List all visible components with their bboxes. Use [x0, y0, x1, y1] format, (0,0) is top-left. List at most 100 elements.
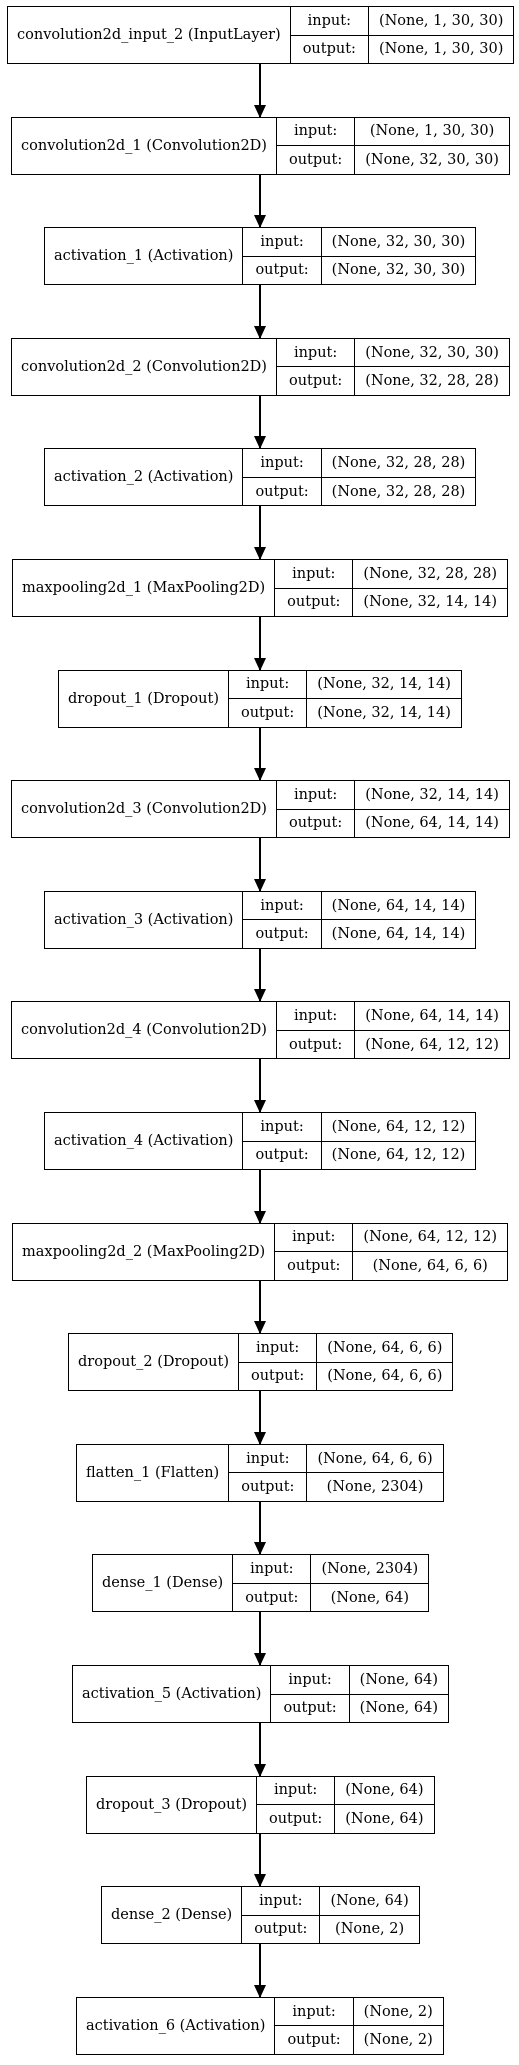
input-shape: (None, 1, 30, 30) [368, 7, 514, 36]
connection-arrow [254, 1170, 266, 1224]
arrow-down-icon [254, 1321, 266, 1335]
input-label: input: [256, 1777, 335, 1806]
layer-node: activation_6 (Activation)input:output:(N… [76, 1996, 444, 2055]
arrow-down-icon [254, 1984, 266, 1998]
layer-node: dropout_2 (Dropout)input:output:(None, 6… [68, 1333, 454, 1392]
port-shapes: (None, 1, 30, 30)(None, 1, 30, 30) [368, 7, 514, 63]
port-labels: input: output: [276, 1002, 356, 1059]
port-shapes: (None, 64, 12, 12)(None, 64, 12, 12) [321, 1113, 476, 1169]
port-labels: input: output: [256, 1776, 336, 1833]
port-labels: input:output: [229, 1444, 308, 1501]
arrow-down-icon [254, 1763, 266, 1777]
layer-name: convolution2d_4 (Convolution2D) [12, 1002, 277, 1059]
port-shapes: (None, 32, 30, 30)(None, 32, 30, 30) [321, 228, 476, 284]
output-shape: (None, 32, 28, 28) [365, 373, 499, 390]
output-label: output: [255, 483, 309, 500]
output-shape: (None, 32, 30, 30) [365, 151, 499, 168]
connection-arrow [254, 727, 266, 782]
input-label: input: [276, 339, 355, 368]
port-labels: input:output: [276, 117, 356, 174]
layer-node: activation_3 (Activation)input:output:(N… [44, 890, 477, 949]
input-label: input: [271, 1666, 349, 1695]
layer-node: convolution2d_2 (Convolution2D)input:out… [11, 337, 510, 396]
connection-arrow [254, 1501, 266, 1556]
output-label: output: [241, 1479, 295, 1496]
port-shapes: (None, 64)(None, 64) [349, 1666, 448, 1722]
port-shapes: (None, 64, 6, 6)(None, 2304) [307, 1445, 443, 1501]
input-shape: (None, 64, 14, 14) [355, 1002, 509, 1031]
connection-arrow [254, 1723, 266, 1777]
input-label: input: [290, 7, 368, 36]
output-label: output: [288, 1036, 343, 1053]
arrow-down-icon [254, 989, 266, 1003]
layer-node: activation_1 (Activation)input:output:(N… [44, 227, 477, 286]
layer-node: convolution2d_3 (Convolution2D)input: out… [11, 780, 510, 839]
output-label: output: [255, 1147, 309, 1164]
layer-node: maxpooling2d_1 (MaxPooling2D)input:outpu… [12, 559, 509, 617]
arrow-down-icon [254, 325, 266, 339]
output-label: output: [254, 1921, 308, 1938]
output-label: output: [283, 1700, 337, 1717]
layer-name: activation_2 (Activation) [45, 449, 244, 506]
output-label: output: [268, 1810, 323, 1827]
output-shape: (None, 64, 14, 14) [365, 815, 499, 832]
port-shapes: (None, 64, 14, 14)(None, 64, 12, 12) [355, 1002, 509, 1058]
connection-arrow [254, 285, 266, 339]
port-shapes: (None, 64, 14, 14)(None, 64, 14, 14) [321, 892, 476, 948]
layer-node: maxpooling2d_2 (MaxPooling2D)input: outpu… [12, 1222, 509, 1281]
port-shapes: (None, 32, 30, 30)(None, 32, 28, 28) [355, 339, 509, 395]
port-labels: input:output: [243, 228, 322, 285]
input-shape: (None, 64) [320, 1887, 419, 1916]
port-shapes: (None, 32, 14, 14) (None, 64, 14, 14) [355, 781, 509, 837]
output-shape: (None, 64) [345, 1810, 424, 1827]
input-shape: (None, 32, 28, 28) [321, 449, 476, 478]
connection-arrow [254, 948, 266, 1003]
output-shape: (None, 64) [359, 1700, 438, 1717]
output-label: output: [250, 1368, 305, 1385]
output-label: output: [245, 1589, 299, 1606]
input-label: input: [275, 1224, 353, 1253]
layer-node: dense_2 (Dense)input:output:(None, 64)(N… [101, 1886, 420, 1945]
port-labels: input:output: [275, 560, 354, 616]
layer-name: maxpooling2d_2 (MaxPooling2D) [13, 1223, 276, 1280]
arrow-down-icon [254, 1099, 266, 1113]
port-labels: input:output: [275, 1997, 354, 2054]
arrow-down-icon [254, 215, 266, 229]
arrow-down-icon [254, 546, 266, 560]
port-shapes: (None, 64, 12, 12)(None, 64, 6, 6) [353, 1224, 508, 1280]
output-label: output: [288, 815, 343, 832]
input-label: input: [276, 1002, 355, 1031]
input-shape: (None, 32, 28, 28) [353, 560, 508, 589]
input-shape: (None, 64, 6, 6) [307, 1445, 443, 1474]
port-shapes: (None, 2304)(None, 64) [311, 1555, 429, 1611]
arrow-down-icon [254, 1210, 266, 1224]
connection-arrow [254, 1280, 266, 1335]
input-shape: (None, 64, 6, 6) [317, 1334, 453, 1363]
port-labels: input: output: [271, 1666, 350, 1722]
port-labels: input: output: [275, 1223, 354, 1280]
input-label: input: [243, 228, 321, 257]
input-shape: (None, 32, 14, 14) [355, 781, 509, 810]
input-label: input: [238, 1334, 317, 1363]
input-shape: (None, 32, 14, 14) [307, 671, 461, 700]
output-shape: (None, 2) [363, 2032, 433, 2049]
output-label: output: [287, 594, 341, 611]
layer-name: convolution2d_1 (Convolution2D) [12, 117, 277, 174]
layer-name: flatten_1 (Flatten) [77, 1444, 230, 1501]
layer-node: activation_5 (Activation)input:output:(N… [72, 1665, 449, 1723]
layer-node: activation_4 (Activation)input:output:(N… [44, 1112, 477, 1170]
input-label: input: [233, 1555, 311, 1584]
port-labels: input:output: [290, 7, 369, 63]
output-label: output: [288, 373, 343, 390]
input-label: input: [276, 781, 355, 810]
layer-name: convolution2d_3 (Convolution2D) [12, 781, 277, 838]
port-shapes: (None, 1, 30, 30)(None, 32, 30, 30) [355, 118, 509, 174]
connection-arrow [254, 174, 266, 229]
port-labels: input:output: [243, 891, 322, 948]
port-shapes: (None, 64)(None, 64) [335, 1777, 434, 1833]
output-label: output: [287, 1257, 341, 1274]
arrow-down-icon [254, 1652, 266, 1666]
layer-node: activation_2 (Activation)input:output:(N… [44, 448, 477, 507]
input-shape: (None, 2304) [311, 1555, 429, 1584]
